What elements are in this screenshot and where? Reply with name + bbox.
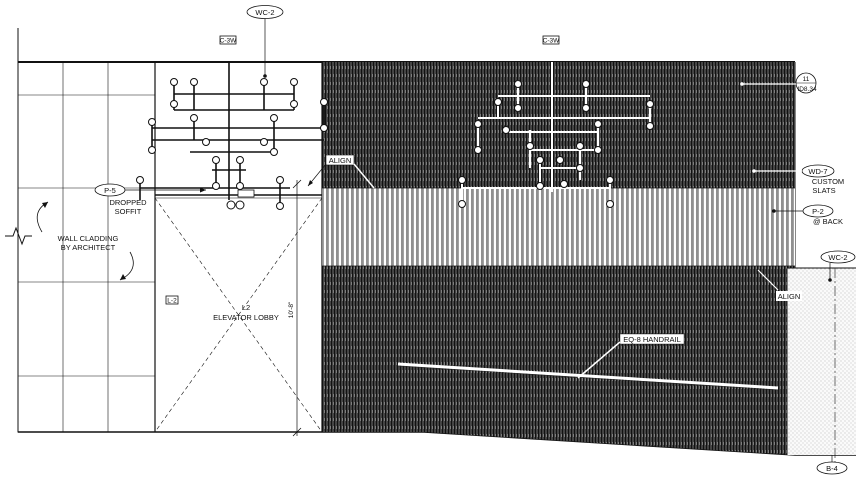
align-lower-leader	[757, 269, 779, 291]
note-align-lower: ALIGN	[778, 292, 801, 301]
note-by-architect: BY ARCHITECT	[61, 243, 116, 252]
ceiling-box-fixture	[237, 189, 255, 198]
box-tag: L-2	[167, 298, 177, 305]
note-dropped: DROPPED	[109, 198, 147, 207]
chandelier-left-globes	[136, 78, 328, 210]
handrail	[397, 362, 779, 390]
detail-sheet: ID8.34	[797, 86, 817, 93]
cladding-arrowhead-down	[120, 274, 126, 280]
align-upper-arrow	[308, 180, 313, 186]
handrail-label-box	[619, 333, 685, 345]
fixture-tag-1: C-3W	[220, 38, 237, 45]
fixture-tag-box-1	[219, 35, 237, 45]
tag-wc2-right: WC-2	[828, 253, 847, 262]
room-code: L2	[242, 303, 250, 312]
dimension-text: 10'-8"	[288, 301, 295, 318]
note-wall-cladding: WALL CLADDING	[58, 234, 119, 243]
tag-wc2-top-dot	[263, 74, 267, 78]
note-custom: CUSTOM	[812, 177, 844, 186]
slat-wall-lower	[322, 266, 795, 455]
fixture-tag-box-2	[542, 35, 560, 45]
handrail-leader	[577, 341, 621, 379]
align-upper-box	[325, 154, 355, 166]
chandelier-left	[139, 62, 325, 206]
note-slats: SLATS	[812, 186, 835, 195]
cladding-arrowhead-up	[42, 202, 48, 208]
note-soffit: SOFFIT	[115, 207, 142, 216]
align-upper-leader	[353, 163, 375, 189]
slat-wall-upper	[322, 62, 795, 188]
tag-b4: B-4	[826, 464, 838, 473]
tag-p5: P-5	[104, 186, 116, 195]
tag-p2-dot	[772, 209, 776, 213]
note-at-back: @ BACK	[813, 217, 843, 226]
handrail-edge	[397, 365, 779, 391]
note-align-upper: ALIGN	[329, 156, 352, 165]
dimension-tick-top	[292, 179, 302, 189]
tag-wd7-dot	[752, 169, 756, 173]
tag-p5-arrow	[200, 187, 206, 193]
detail-callout-dot	[740, 82, 744, 86]
dimension-tick-bottom	[292, 427, 302, 437]
room-name: ELEVATOR LOBBY	[213, 313, 279, 322]
tag-wd7: WD-7	[808, 167, 827, 176]
cladding-arrow-up	[36, 201, 49, 233]
tag-p2: P-2	[812, 207, 824, 216]
note-handrail: EQ-8 HANDRAIL	[623, 335, 681, 344]
chandelier-right-globes	[458, 80, 654, 208]
detail-number: 11	[803, 76, 810, 83]
cladding-arrow-down	[119, 251, 134, 281]
fixture-tag-2: C-3W	[543, 38, 560, 45]
align-lower-box	[776, 291, 802, 301]
tag-wc2-right-dot	[828, 278, 832, 282]
slat-wall-open-band	[322, 188, 795, 266]
tag-wc2-top: WC-2	[255, 8, 274, 17]
break-line	[5, 226, 32, 246]
box-tag-rect	[165, 295, 179, 305]
tag-wc2-right-bubble	[820, 250, 856, 264]
